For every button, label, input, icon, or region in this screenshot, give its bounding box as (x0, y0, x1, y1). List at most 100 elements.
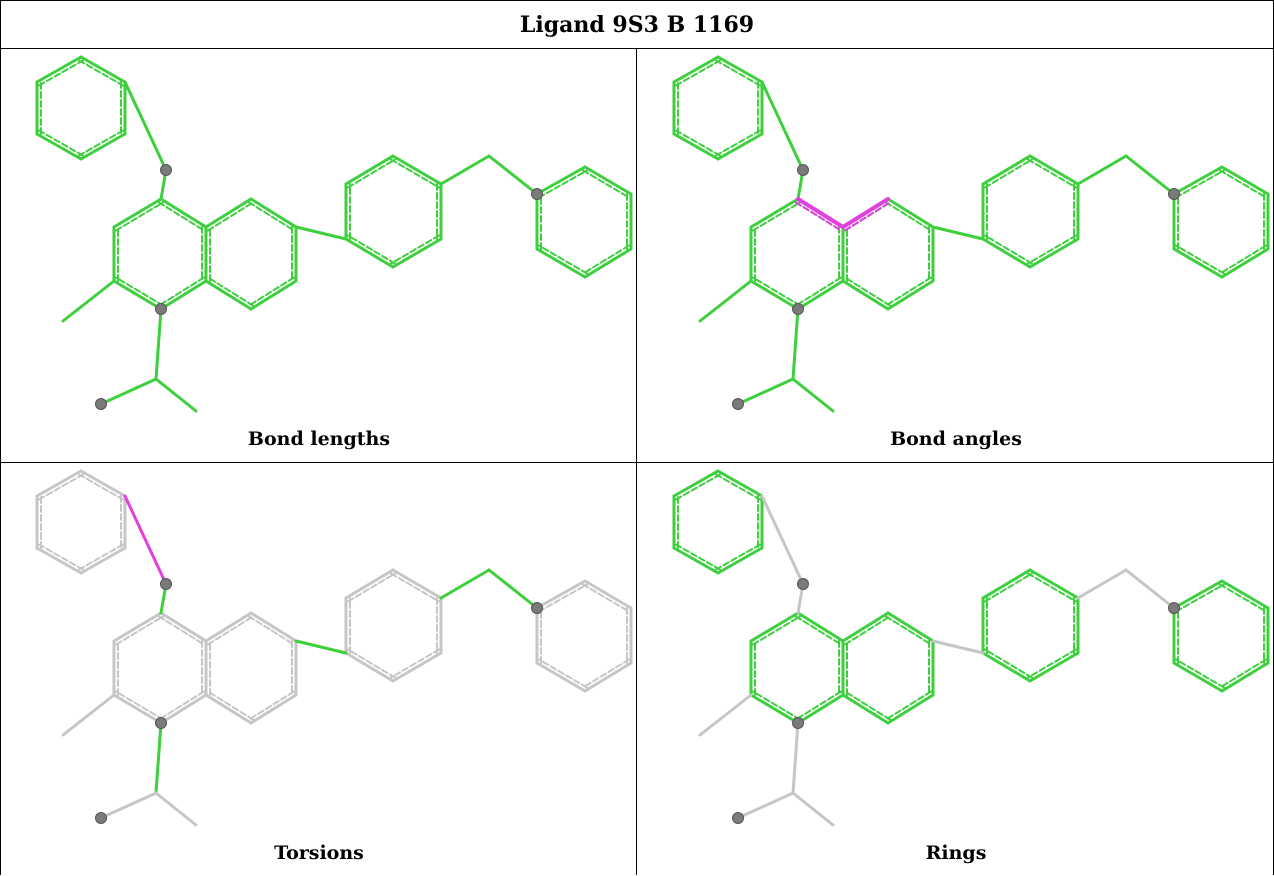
bond-line-aromatic (157, 276, 205, 307)
bond-line (35, 469, 83, 498)
bond-line (1076, 568, 1128, 600)
heteroatom (792, 303, 804, 315)
bond-line (716, 132, 764, 161)
bond-line (79, 55, 127, 84)
heteroatom (155, 303, 167, 315)
bond-line-aromatic (78, 543, 125, 571)
bond-line (159, 279, 208, 311)
bond-line-aromatic (537, 583, 588, 613)
bond-line (1172, 661, 1224, 693)
bond-line-aromatic (715, 543, 762, 571)
bond-line (344, 568, 395, 600)
bond-line (1172, 247, 1224, 279)
bond-line-aromatic (1218, 658, 1267, 689)
bond-line (112, 197, 163, 229)
bond-line (796, 693, 845, 725)
bond-line-aromatic (715, 59, 762, 87)
panel-caption: Torsions (274, 842, 364, 864)
bond-line (1220, 579, 1270, 610)
bond-line (583, 165, 633, 196)
bond-line (249, 611, 298, 643)
bond-line-aromatic (581, 583, 630, 613)
bond-line (760, 80, 805, 172)
bond-line-aromatic (389, 648, 440, 679)
molecule-diagram (672, 55, 1270, 413)
bond-line (204, 693, 253, 725)
bond-line (79, 469, 127, 498)
bond-line-aromatic (347, 648, 397, 679)
bond-line (79, 132, 127, 161)
bond-line-aromatic (115, 201, 165, 232)
bond-line (672, 132, 720, 161)
bond-line (886, 611, 935, 643)
bond-line-aromatic (389, 572, 440, 603)
bond-line-aromatic (207, 276, 255, 307)
angle-outlier-bond (841, 197, 890, 229)
heteroatom (95, 398, 107, 410)
bond-line-aromatic (884, 615, 932, 646)
bond-line (796, 611, 845, 643)
bond-line (791, 377, 835, 413)
bond-line-aromatic (247, 201, 295, 232)
bond-line-aromatic (581, 658, 630, 689)
heteroatom (531, 188, 543, 200)
bond-line (35, 55, 83, 84)
molecule-diagram (35, 469, 633, 827)
bond-line (535, 579, 587, 610)
bond-line (294, 225, 348, 241)
bond-line (583, 247, 633, 279)
bond-line-aromatic (347, 158, 397, 189)
bond-line (698, 279, 753, 323)
bond-line (791, 721, 800, 795)
bond-line (79, 546, 127, 575)
bond-line-aromatic (115, 276, 165, 307)
bond-line (583, 661, 633, 693)
bond-line (112, 693, 163, 725)
bond-line-aromatic (794, 690, 842, 721)
bond-line-aromatic (157, 690, 205, 721)
bond-line-aromatic (389, 158, 440, 189)
bond-line-aromatic (674, 473, 721, 501)
bond-line (391, 154, 443, 186)
bond-line (154, 721, 163, 795)
bond-line-aromatic (984, 158, 1034, 189)
bond-line (981, 154, 1032, 186)
bond-line (99, 377, 158, 406)
bond-line (672, 546, 720, 575)
bond-line-aromatic (207, 615, 255, 646)
bond-line (841, 693, 890, 725)
bond-line (204, 279, 253, 311)
bond-line-aromatic (674, 129, 721, 157)
bond-line-aromatic (581, 244, 630, 275)
bond-line (154, 307, 163, 381)
bond-line-aromatic (389, 234, 440, 265)
bond-line-aromatic (537, 169, 588, 199)
bond-line (35, 546, 83, 575)
bond-line-aromatic (674, 543, 721, 571)
bond-line (1028, 651, 1080, 683)
bond-line-aromatic (1174, 169, 1225, 199)
bond-line-aromatic (884, 690, 932, 721)
panel-caption: Bond lengths (247, 428, 391, 450)
ligand-title: Ligand 9S3 B 1169 (519, 12, 755, 38)
bond-line (716, 55, 764, 84)
heteroatom (155, 717, 167, 729)
bond-line-aromatic (884, 201, 932, 232)
bond-line (1076, 154, 1128, 186)
heteroatom (732, 398, 744, 410)
heteroatom (797, 164, 809, 176)
bond-line-aromatic (794, 276, 842, 307)
bond-line-aromatic (1026, 648, 1077, 679)
bond-line-aromatic (247, 690, 295, 721)
bond-line-aromatic (715, 473, 762, 501)
angle-outlier-bond (796, 197, 845, 229)
bond-line (249, 279, 298, 311)
panel-rings: Rings (638, 463, 1274, 876)
bond-line-aromatic (1026, 158, 1077, 189)
bond-line-aromatic (1175, 244, 1226, 275)
panel-caption: Bond angles (890, 428, 1022, 450)
bond-line (439, 154, 491, 186)
angle-outlier-bond-aromatic (844, 201, 892, 232)
bond-line (736, 791, 795, 820)
